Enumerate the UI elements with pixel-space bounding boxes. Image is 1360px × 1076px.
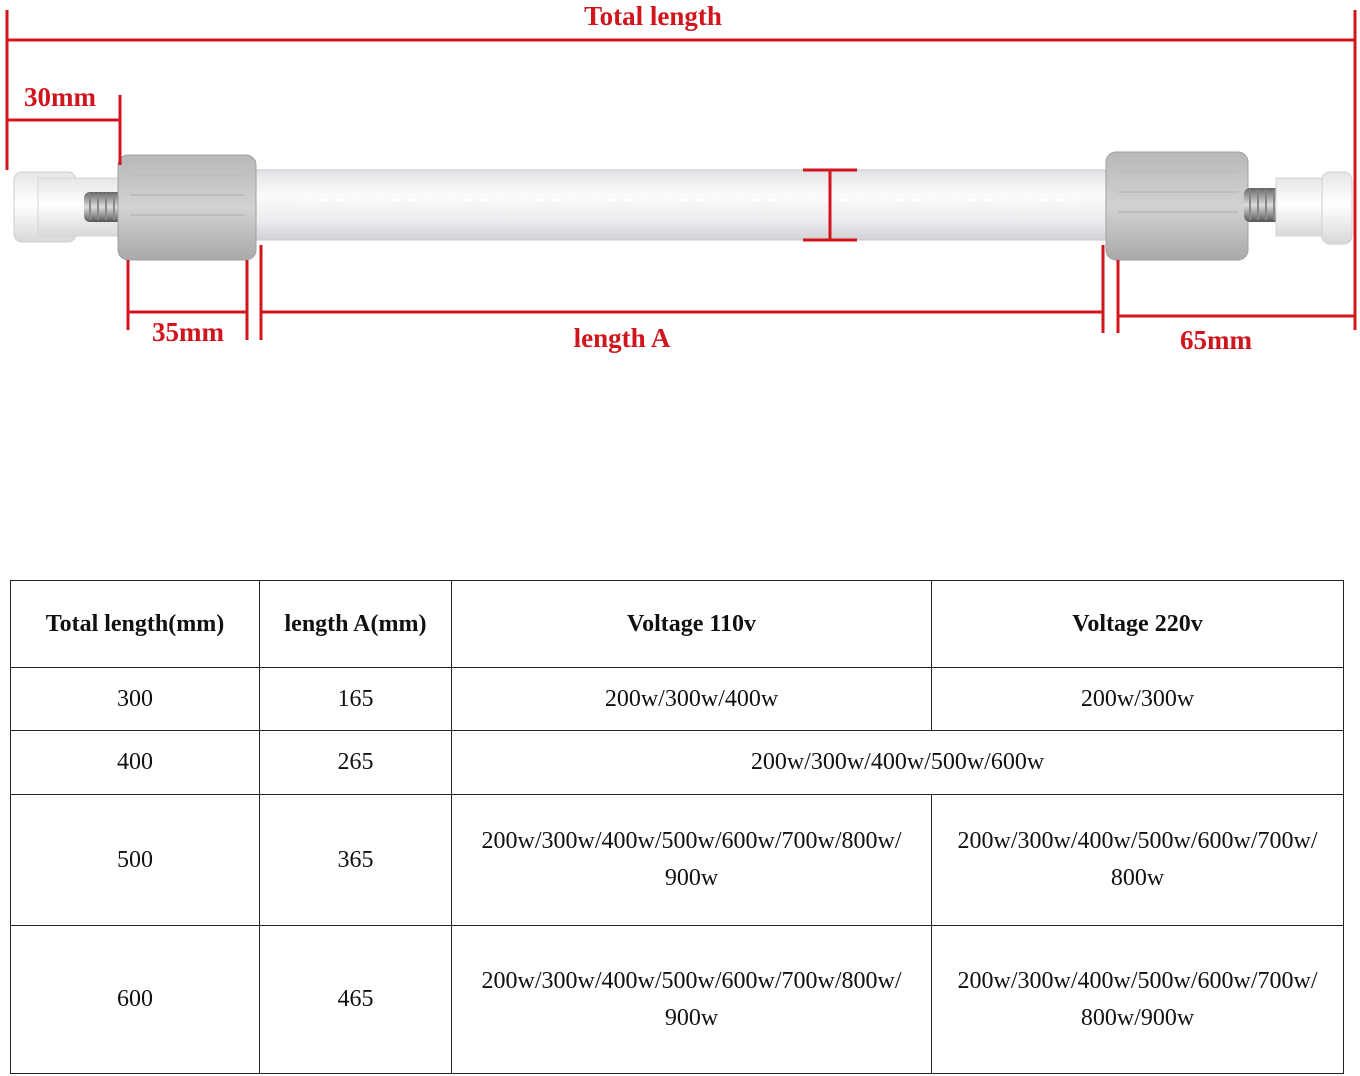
cell-total-length: 300 [10,667,260,731]
cell-total-length: 600 [10,925,260,1074]
header-length-a: length A(mm) [259,580,452,668]
length-a-dimension-line [259,245,1105,340]
right-part-length-label: 65mm [1180,325,1252,355]
tube-diameter-marker [803,168,857,242]
cell-length-a: 265 [259,730,452,795]
specification-table: Total length(mm) length A(mm) Voltage 11… [10,580,1344,1074]
cell-text: 200w/300w/400w [604,685,779,712]
cell-text-line-2: 900w [664,865,719,891]
right-spring-contact [1244,188,1284,222]
cell-text-line-1: 200w/300w/400w/500w/600w/700w/ [957,967,1318,994]
left-cap-length-label: 35mm [152,317,224,347]
total-length-label: Total length [584,1,722,31]
left-cap-dimension-line [126,260,249,340]
table-header-row: Total length(mm) length A(mm) Voltage 11… [10,580,1344,668]
cell-voltage-110v: 200w/300w/400w/500w/600w/700w/800w/ 900w [451,794,932,926]
cell-total-length: 400 [10,730,260,795]
table-row: 500 365 200w/300w/400w/500w/600w/700w/80… [10,794,1344,926]
table-row: 300 165 200w/300w/400w 200w/300w [10,667,1344,731]
cell-text-line-2: 800w/900w [1080,1004,1195,1031]
header-voltage-220v: Voltage 220v [931,580,1344,668]
right-end-cap [1275,171,1353,245]
header-total-length: Total length(mm) [10,580,260,668]
length-a-label: length A [574,323,671,353]
heater-tube [244,169,1121,241]
cell-total-length: 500 [10,794,260,926]
cell-text-line-2: 800w [1110,865,1165,891]
total-length-dimension-line [5,10,1357,330]
cell-text-line-1: 200w/300w/400w/500w/600w/700w/800w/ [481,828,902,854]
cell-voltage-220v: 200w/300w/400w/500w/600w/700w/ 800w [931,794,1344,926]
cell-text-line-1: 200w/300w/400w/500w/600w/700w/800w/ [481,967,902,994]
cell-voltage-220v: 200w/300w [931,667,1344,731]
left-ceramic-cap [117,154,257,261]
table-row: 400 265 200w/300w/400w/500w/600w [10,730,1344,795]
left-spring-contact [84,192,126,222]
left-end-dimension-line [7,95,122,165]
right-part-dimension-line [1116,260,1355,333]
heater-tube-diagram: Total length 30mm 35mm length A 65mm [5,1,1357,355]
cell-length-a: 465 [259,925,452,1074]
table-row: 600 465 200w/300w/400w/500w/600w/700w/80… [10,925,1344,1074]
cell-length-a: 365 [259,794,452,926]
cell-voltage-merged: 200w/300w/400w/500w/600w [451,730,1344,795]
cell-text-line-2: 900w [664,1004,719,1031]
cell-text: 200w/300w [1080,685,1195,712]
left-end-length-label: 30mm [24,82,96,112]
cell-length-a: 165 [259,667,452,731]
right-ceramic-cap [1105,151,1249,261]
cell-voltage-110v: 200w/300w/400w/500w/600w/700w/800w/ 900w [451,925,932,1074]
cell-voltage-110v: 200w/300w/400w [451,667,932,731]
cell-voltage-220v: 200w/300w/400w/500w/600w/700w/ 800w/900w [931,925,1344,1074]
cell-text-line-1: 200w/300w/400w/500w/600w/700w/ [957,828,1318,854]
header-voltage-110v: Voltage 110v [451,580,932,668]
